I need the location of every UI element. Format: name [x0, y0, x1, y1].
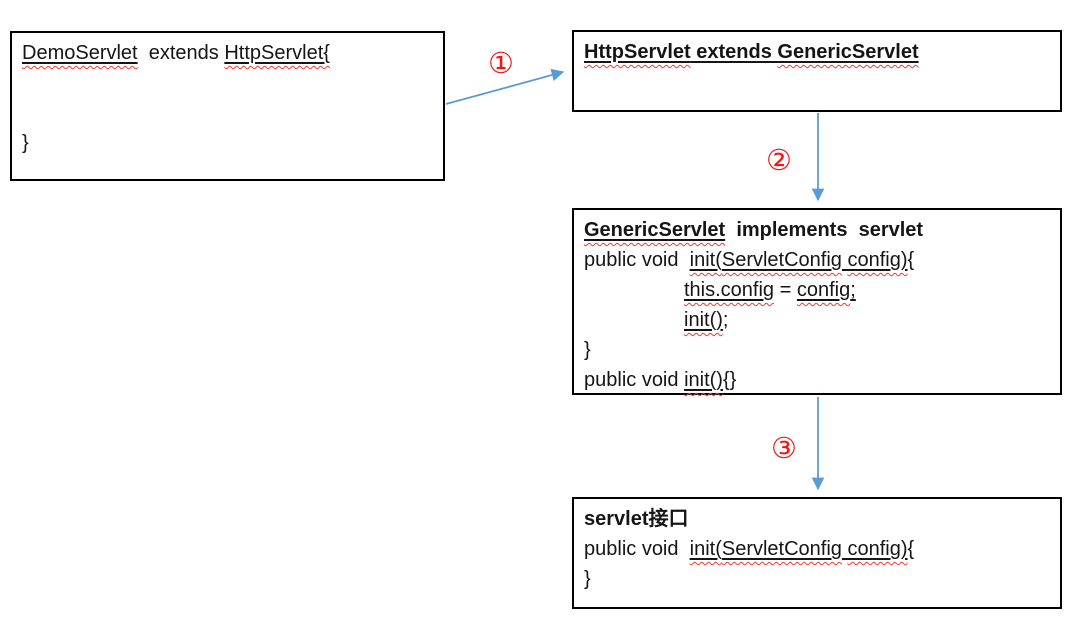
code-segment: HttpServlet — [584, 41, 691, 63]
code-line: public void init(){} — [584, 369, 737, 391]
code-line: servlet接口 — [584, 508, 689, 530]
code-segment: GenericServlet — [584, 219, 726, 241]
code-segment: config) — [847, 538, 908, 560]
code-line: init(); — [684, 309, 729, 331]
code-segment: config) — [847, 249, 908, 271]
code-segment: extends — [690, 41, 778, 63]
code-line: } — [584, 568, 591, 590]
code-segment: HttpServlet{ — [224, 42, 330, 64]
code-line: public void init(ServletConfig config){ — [584, 538, 915, 560]
code-segment: ServletConfig — [721, 538, 842, 560]
step-3-label: ③ — [771, 431, 797, 465]
code-line: HttpServlet extends GenericServlet — [584, 37, 1050, 67]
code-line — [22, 98, 433, 128]
code-line: } — [584, 339, 591, 361]
code-segment: init() — [684, 369, 723, 391]
code-line — [22, 68, 433, 98]
code-segment: config — [796, 279, 851, 301]
code-segment: init( — [689, 249, 722, 271]
code-segment: init() — [684, 309, 723, 331]
code-box-genericservlet: GenericServlet implements servlet public … — [572, 208, 1062, 395]
step-1-label: ① — [488, 46, 514, 80]
code-line: DemoServlet extends HttpServlet{ — [22, 42, 330, 64]
code-box-servlet-interface: servlet接口 public void init(ServletConfig … — [572, 497, 1062, 609]
code-segment: this.config — [684, 279, 775, 301]
code-segment: ; — [850, 279, 856, 301]
arrow-1-demo-to-httpservlet — [445, 68, 565, 105]
code-segment: GenericServlet — [777, 41, 919, 63]
code-segment: init( — [689, 538, 722, 560]
code-line: } — [22, 132, 29, 154]
code-line: GenericServlet implements servlet — [584, 219, 924, 241]
code-line: this.config = config; — [684, 279, 856, 301]
code-line: public void init(ServletConfig config){ — [584, 249, 915, 271]
code-segment: ServletConfig — [721, 249, 842, 271]
step-2-label: ② — [766, 143, 792, 177]
code-box-demoservlet: DemoServlet extends HttpServlet{ } — [10, 31, 445, 181]
code-segment: DemoServlet — [22, 42, 138, 64]
code-box-httpservlet: HttpServlet extends GenericServlet — [572, 30, 1062, 112]
